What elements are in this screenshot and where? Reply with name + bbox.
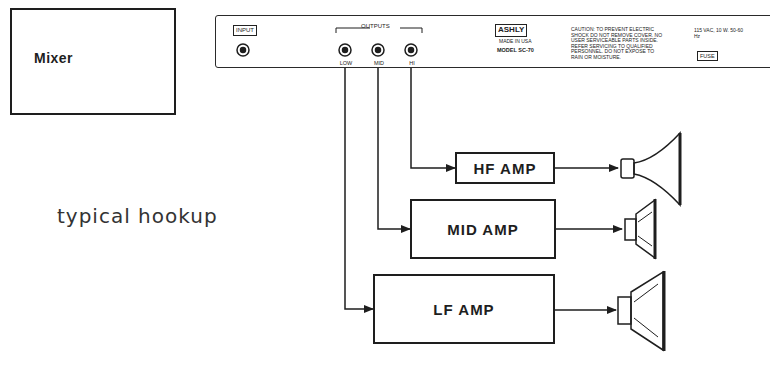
fuse-label: FUSE bbox=[697, 51, 718, 61]
mixer-box: Mixer bbox=[10, 8, 176, 115]
jack-label: INPUT bbox=[233, 25, 257, 36]
mixer-label: Mixer bbox=[34, 50, 73, 66]
jack-label: HI bbox=[409, 60, 415, 66]
crossover-panel: INPUT OUTPUTS LOW MID HI ASHLY MADE IN USA MODE… bbox=[215, 15, 770, 68]
amp-label: HF AMP bbox=[474, 160, 537, 177]
input-jack bbox=[237, 44, 249, 56]
origin-note: MADE IN USA bbox=[499, 39, 532, 45]
jack-group-label: OUTPUTS bbox=[361, 23, 390, 30]
amp-label: MID AMP bbox=[447, 221, 518, 238]
speaker-wire bbox=[555, 167, 618, 169]
amp-box: HF AMP bbox=[455, 152, 555, 184]
amp-box: LF AMP bbox=[373, 274, 555, 344]
diagram-caption: typical hookup bbox=[57, 204, 218, 228]
brand-logo: ASHLY bbox=[495, 24, 527, 37]
signal-connector bbox=[378, 68, 410, 229]
caution-note: CAUTION: TO PREVENT ELECTRIC SHOCK DO NO… bbox=[571, 27, 663, 60]
signal-connector bbox=[411, 68, 455, 168]
horn-tweeter bbox=[621, 133, 680, 205]
jack-label: MID bbox=[374, 60, 384, 66]
output-jack bbox=[372, 44, 384, 56]
speaker-wire bbox=[556, 228, 622, 230]
power-rating: 115 VAC, 10 W. 50-60 Hz bbox=[694, 28, 746, 39]
signal-connector bbox=[345, 68, 373, 309]
mid-speaker bbox=[625, 199, 655, 259]
amp-box: MID AMP bbox=[410, 199, 556, 259]
amp-label: LF AMP bbox=[433, 301, 494, 318]
output-jack bbox=[339, 44, 351, 56]
woofer-speaker bbox=[618, 271, 664, 351]
speaker-wire bbox=[555, 309, 616, 311]
output-jack bbox=[405, 44, 417, 56]
model-number: MODEL SC-70 bbox=[497, 47, 534, 53]
jack-label: LOW bbox=[340, 60, 353, 66]
